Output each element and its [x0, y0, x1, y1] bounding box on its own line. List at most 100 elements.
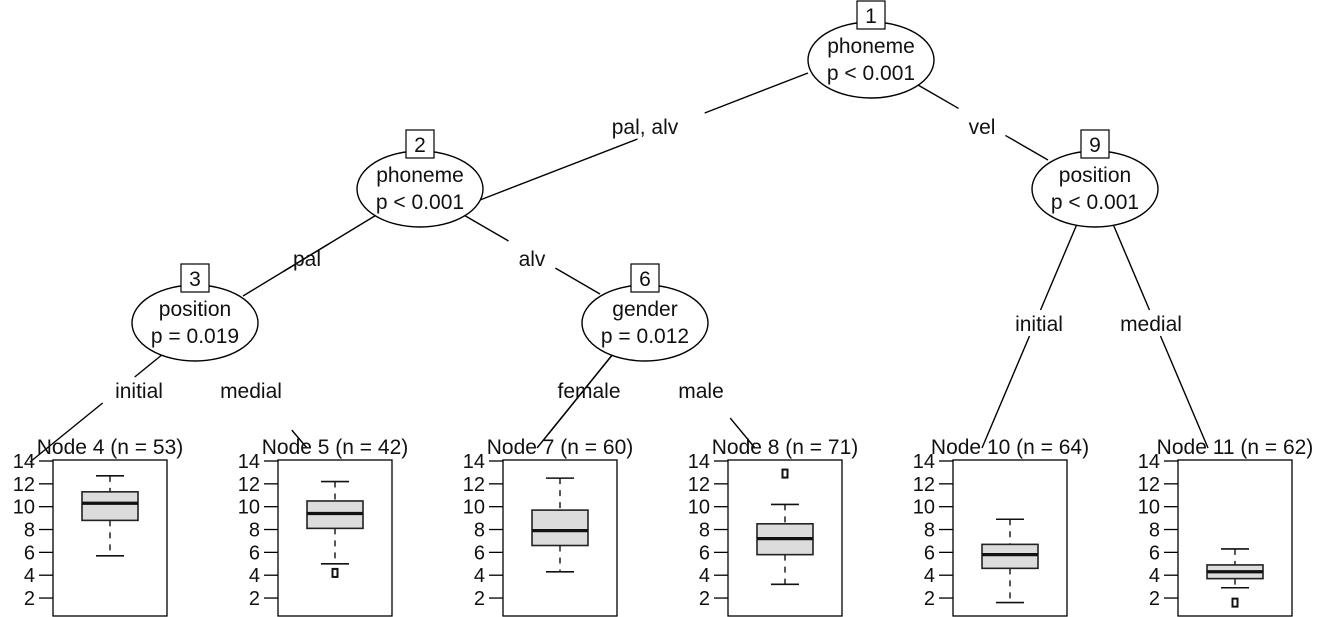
node-id: 6	[639, 268, 651, 291]
y-tick-label: 2	[1149, 588, 1160, 610]
edge-line	[479, 138, 638, 201]
node-variable: phoneme	[827, 35, 915, 58]
y-tick-label: 2	[924, 588, 935, 610]
edge-line	[242, 242, 331, 297]
edge-label: medial	[220, 380, 282, 403]
y-tick-label: 6	[474, 542, 485, 564]
edge-line	[729, 417, 756, 449]
edge-1-2: pal, alv	[479, 72, 809, 201]
y-tick-label: 12	[238, 474, 260, 496]
edge-line	[29, 402, 104, 463]
y-tick-label: 8	[699, 520, 710, 542]
node-p-value: p < 0.001	[1051, 191, 1139, 214]
y-tick-label: 10	[463, 497, 485, 519]
iqr-box	[531, 509, 589, 547]
node-ellipse	[807, 21, 935, 99]
edge-line	[461, 213, 509, 242]
y-tick-label: 8	[1149, 520, 1160, 542]
y-tick-label: 6	[1149, 542, 1160, 564]
node-id-box	[405, 129, 435, 159]
node-id: 9	[1089, 134, 1101, 157]
node-id: 2	[414, 134, 426, 157]
edge-line	[291, 429, 308, 449]
outlier-point	[331, 567, 339, 578]
panel-title: Node 11 (n = 62)	[1157, 436, 1314, 459]
edge-1-9: vel	[917, 84, 1049, 161]
y-tick-label: 12	[463, 474, 485, 496]
y-tick-label: 6	[924, 542, 935, 564]
plot-frame	[952, 459, 1068, 617]
edge-line	[704, 72, 809, 114]
y-tick-label: 12	[688, 474, 710, 496]
edge-label: pal, alv	[612, 116, 679, 139]
y-tick-label: 6	[249, 542, 260, 564]
edge-6-8: male	[671, 347, 756, 449]
edge-line	[1005, 134, 1049, 161]
iqr-box	[81, 491, 139, 522]
node-ellipse	[356, 150, 484, 228]
node-p-value: p < 0.001	[827, 62, 915, 85]
node-id-box	[180, 263, 210, 293]
y-tick-label: 8	[24, 520, 35, 542]
panel-title: Node 8 (n = 71)	[712, 436, 859, 459]
edge-9-11: medial	[1112, 223, 1209, 449]
y-tick-label: 4	[474, 565, 485, 587]
y-tick-label: 14	[688, 451, 710, 473]
edge-line	[981, 335, 1031, 449]
y-tick-label: 10	[1138, 497, 1160, 519]
edge-label: male	[678, 380, 724, 403]
outlier-point	[1231, 597, 1239, 608]
y-tick-label: 10	[913, 497, 935, 519]
node-ellipse	[131, 284, 259, 362]
node-ellipse	[581, 284, 709, 362]
edge-line	[1159, 335, 1209, 449]
panel-title: Node 7 (n = 60)	[487, 436, 634, 459]
edge-3-4: initial	[29, 353, 164, 463]
y-tick-label: 14	[238, 451, 260, 473]
node-variable: position	[159, 298, 231, 321]
y-tick-label: 14	[463, 451, 485, 473]
y-tick-label: 10	[13, 497, 35, 519]
y-tick-label: 8	[474, 520, 485, 542]
edge-label: vel	[969, 116, 996, 139]
edge-9-10: initial	[981, 223, 1078, 449]
node-id: 1	[865, 5, 877, 28]
edge-line	[1112, 223, 1151, 311]
y-tick-label: 6	[24, 542, 35, 564]
y-tick-label: 12	[1138, 474, 1160, 496]
node-variable: phoneme	[376, 164, 464, 187]
y-tick-label: 4	[699, 565, 710, 587]
edge-2-6: alv	[461, 213, 601, 295]
node-id-box	[630, 263, 660, 293]
y-tick-label: 4	[249, 565, 260, 587]
edge-label: initial	[115, 380, 163, 403]
outlier-point	[781, 468, 789, 479]
y-tick-label: 4	[24, 565, 35, 587]
edge-line	[134, 353, 164, 378]
y-tick-label: 2	[474, 588, 485, 610]
plot-frame	[1177, 459, 1293, 617]
node-ellipse	[1031, 150, 1159, 228]
edge-label: initial	[1015, 313, 1063, 336]
panel-title: Node 5 (n = 42)	[262, 436, 409, 459]
y-tick-label: 10	[688, 497, 710, 519]
iqr-box	[981, 543, 1039, 570]
node-id-box	[856, 0, 886, 30]
node-p-value: p = 0.012	[601, 325, 689, 348]
inner-node-1: 1 phoneme p < 0.001	[807, 0, 935, 99]
y-tick-label: 14	[913, 451, 935, 473]
panel-title: Node 4 (n = 53)	[37, 436, 184, 459]
edge-line	[1039, 223, 1078, 311]
node-p-value: p = 0.019	[151, 325, 239, 348]
edge-label: alv	[519, 248, 546, 271]
y-tick-label: 8	[924, 520, 935, 542]
